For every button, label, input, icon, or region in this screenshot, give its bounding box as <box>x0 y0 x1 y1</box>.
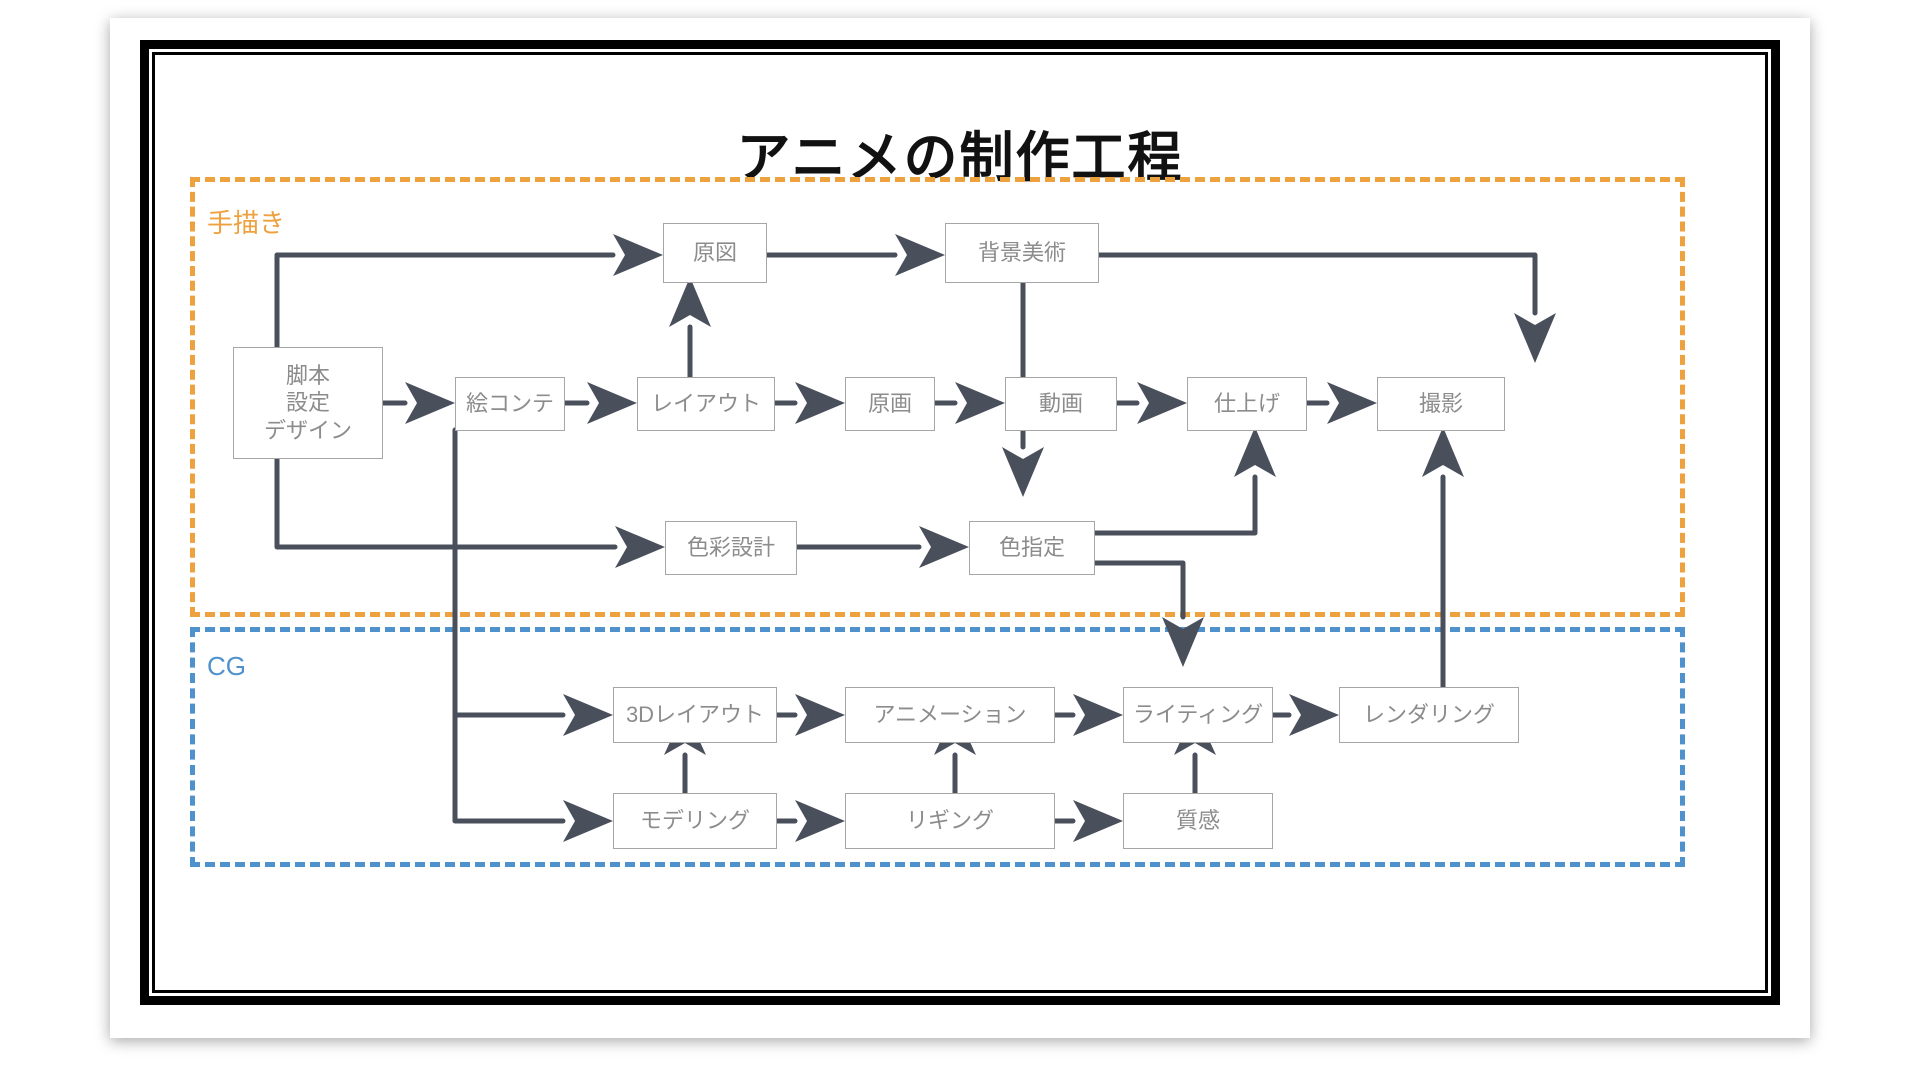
node-texture[interactable]: 質感 <box>1123 793 1273 849</box>
group-frame-handdrawn <box>190 177 1685 617</box>
group-label-handdrawn: 手描き <box>207 208 286 238</box>
node-animation[interactable]: アニメーション <box>845 687 1055 743</box>
node-storyboard[interactable]: 絵コンテ <box>455 377 565 431</box>
node-layout[interactable]: レイアウト <box>637 377 775 431</box>
group-label-cg: CG <box>207 651 246 681</box>
node-rigging[interactable]: リギング <box>845 793 1055 849</box>
node-keyframe[interactable]: 原画 <box>845 377 935 431</box>
node-colordesign[interactable]: 色彩設計 <box>665 521 797 575</box>
node-modeling[interactable]: モデリング <box>613 793 777 849</box>
slide-canvas: アニメの制作工程 手描き CG <box>110 18 1810 1038</box>
node-finishing[interactable]: 仕上げ <box>1187 377 1307 431</box>
node-lighting[interactable]: ライティング <box>1123 687 1273 743</box>
node-inbetween[interactable]: 動画 <box>1005 377 1117 431</box>
node-genzu[interactable]: 原図 <box>663 223 767 283</box>
slide-outer-frame: アニメの制作工程 手描き CG <box>140 40 1780 1005</box>
node-script[interactable]: 脚本 設定 デザイン <box>233 347 383 459</box>
node-rendering[interactable]: レンダリング <box>1339 687 1519 743</box>
node-layout3d[interactable]: 3Dレイアウト <box>613 687 777 743</box>
node-photography[interactable]: 撮影 <box>1377 377 1505 431</box>
slide-body: アニメの制作工程 手描き CG <box>155 55 1765 990</box>
node-colorassign[interactable]: 色指定 <box>969 521 1095 575</box>
slide-inner-frame: アニメの制作工程 手描き CG <box>152 52 1768 993</box>
group-frame-cg <box>190 627 1685 867</box>
node-background[interactable]: 背景美術 <box>945 223 1099 283</box>
